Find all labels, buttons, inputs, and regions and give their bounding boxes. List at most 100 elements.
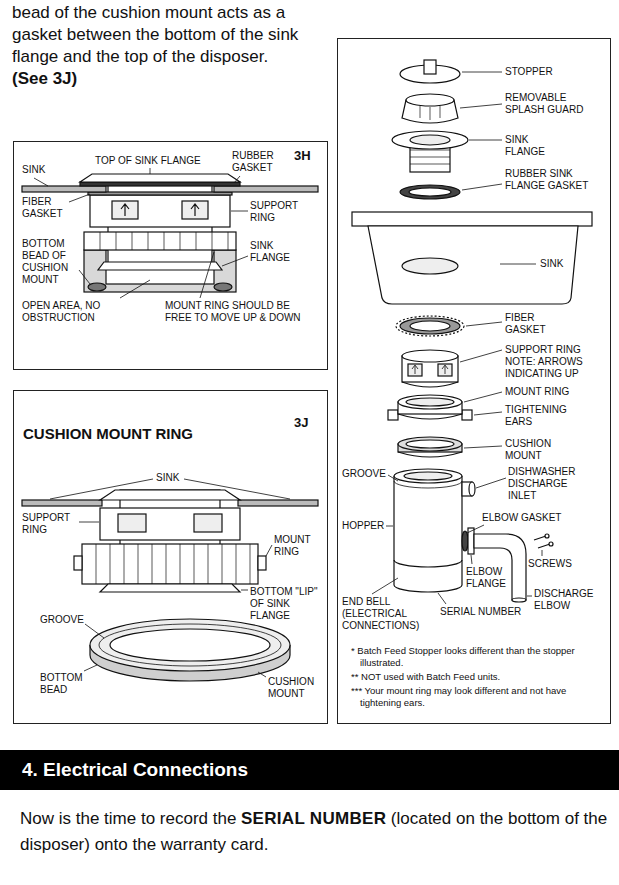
- discharge-elbow: [462, 531, 468, 551]
- cushion-mount-ring: [90, 619, 290, 681]
- support-ring: [90, 195, 230, 227]
- fiber-gasket: [400, 318, 460, 334]
- part-label: SERIAL NUMBER: [440, 606, 521, 618]
- support-ring: [194, 514, 222, 532]
- section-heading: 4. Electrical Connections: [22, 759, 248, 781]
- support-ring: [90, 195, 230, 227]
- mount-ring: [84, 232, 236, 250]
- part-label: SINK: [540, 258, 563, 270]
- mount-ring: [96, 544, 250, 584]
- fiber-gasket: [396, 316, 464, 336]
- sink-flange: [410, 135, 450, 145]
- sink-flange: [98, 262, 222, 270]
- cushion-mount: [214, 283, 232, 291]
- mount-ring: [84, 232, 236, 250]
- footnote: *** Your mount ring may look different a…: [351, 685, 603, 709]
- part-label: FIBER GASKET: [505, 312, 555, 336]
- mount-ring: [74, 556, 82, 570]
- support-ring: [412, 365, 448, 374]
- sink-bowl: [352, 212, 592, 226]
- figure-number: 3J: [294, 415, 308, 431]
- rubber-gasket: [400, 185, 460, 199]
- hopper: [394, 469, 475, 592]
- mount-ring: [398, 395, 462, 409]
- cushion-mount-ring: [99, 624, 281, 666]
- section-banner: 4. Electrical Connections: [0, 750, 619, 790]
- splash-guard: [402, 94, 458, 123]
- footnote: ** NOT used with Batch Feed units.: [351, 671, 603, 683]
- mount-ring: [74, 544, 266, 584]
- part-label: BOTTOM "LIP" OF SINK FLANGE: [250, 586, 322, 622]
- sink-section: [22, 490, 318, 506]
- cushion-mount: [398, 437, 462, 457]
- body-text: bead of the cushion mount acts as a gask…: [12, 2, 322, 68]
- splash-guard: [420, 106, 440, 120]
- sink-flange: [392, 131, 468, 149]
- part-label: STOPPER: [505, 66, 553, 78]
- support-ring: [100, 508, 240, 540]
- leader-line: [50, 479, 290, 677]
- mount-ring: [406, 398, 454, 406]
- sink-flange: [410, 150, 450, 164]
- part-label: MOUNT RING SHOULD BE FREE TO MOVE UP & D…: [165, 300, 310, 324]
- part-label: CUSHION MOUNT: [505, 438, 560, 462]
- mount-ring: [398, 414, 462, 419]
- part-label: SINK FLANGE: [505, 134, 557, 158]
- part-label: BOTTOM BEAD: [40, 672, 90, 696]
- sink-bowl: [402, 258, 458, 274]
- discharge-elbow: [545, 534, 549, 538]
- figure-number: 3H: [294, 148, 311, 164]
- part-label: SINK FLANGE: [250, 240, 302, 264]
- part-label: DISCHARGE ELBOW: [534, 588, 598, 612]
- body-text: (See 3J): [12, 68, 77, 90]
- hopper: [394, 469, 462, 483]
- part-label: ELBOW FLANGE: [466, 566, 508, 590]
- mount-ring: [462, 410, 472, 420]
- part-label: RUBBER SINK FLANGE GASKET: [505, 168, 600, 192]
- mount-ring: [388, 395, 472, 420]
- cushion-mount-ring: [110, 629, 270, 661]
- part-label: SCREWS: [528, 558, 572, 570]
- sink-flange-lip: [100, 584, 240, 592]
- part-label: MOUNT RING: [274, 534, 324, 558]
- mount-ring: [100, 232, 228, 250]
- stopper: [424, 60, 436, 74]
- discharge-elbow: [512, 598, 526, 602]
- cushion-mount: [406, 440, 454, 448]
- part-label: REMOVABLE SPLASH GUARD: [505, 92, 587, 116]
- splash-guard: [406, 94, 454, 106]
- part-label: OPEN AREA, NO OBSTRUCTION: [22, 300, 132, 324]
- support-ring: [402, 350, 458, 362]
- rubber-gasket: [409, 188, 451, 196]
- sink-bowl: [368, 226, 578, 304]
- part-label: DISHWASHER DISCHARGE INLET: [508, 466, 584, 502]
- leader-line: [50, 479, 290, 677]
- hopper: [404, 472, 452, 480]
- part-label: FIBER GASKET: [22, 196, 68, 220]
- sink-section: [214, 186, 318, 192]
- hopper: [394, 476, 462, 592]
- body-text: Now is the time to record the: [20, 809, 236, 828]
- stopper: [400, 60, 460, 83]
- fiber-gasket: [396, 316, 464, 336]
- mount-ring: [258, 556, 266, 570]
- part-label: MOUNT RING: [505, 386, 569, 398]
- part-label: TOP OF SINK FLANGE: [95, 155, 201, 167]
- sink-flange: [392, 131, 468, 172]
- mount-ring: [82, 544, 258, 584]
- part-label: END BELL (ELECTRICAL CONNECTIONS): [342, 596, 422, 632]
- part-label: SINK: [156, 472, 179, 484]
- part-label: SUPPORT RING NOTE: ARROWS INDICATING UP: [505, 344, 591, 380]
- figure-heading: CUSHION MOUNT RING: [23, 425, 193, 443]
- sink-section: [100, 490, 240, 500]
- support-ring: [100, 508, 240, 540]
- part-label: TIGHTENING EARS: [505, 404, 575, 428]
- sink-section: [22, 186, 106, 192]
- cushion-mount-ring: [90, 619, 290, 671]
- support-ring: [118, 514, 146, 532]
- part-label: RUBBER GASKET: [232, 150, 287, 174]
- rubber-gasket: [400, 185, 460, 199]
- part-label: GROOVE: [40, 614, 84, 626]
- hopper: [394, 560, 462, 567]
